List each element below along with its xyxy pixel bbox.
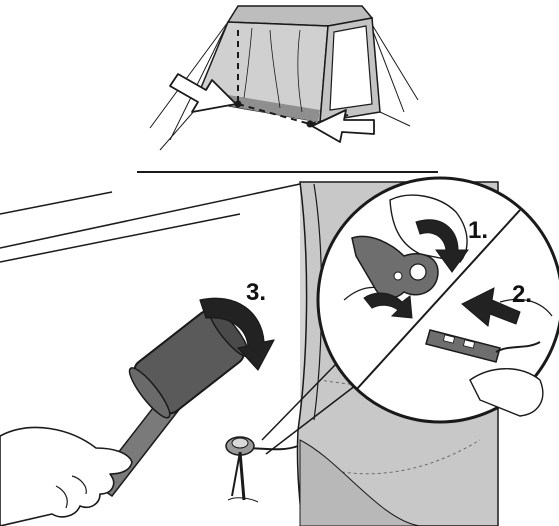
pegging-detail-scene: 1. 2. 3. [0, 178, 559, 526]
tent-overview [150, 6, 418, 150]
tent-peg-icon [226, 437, 258, 502]
tent-door-opening [330, 26, 372, 110]
hand-icon [0, 427, 132, 526]
step-3-label: 3. [246, 279, 266, 306]
step-2-label: 2. [512, 281, 532, 308]
step-1-label: 1. [468, 217, 488, 244]
tent-pole-lines [0, 184, 300, 262]
